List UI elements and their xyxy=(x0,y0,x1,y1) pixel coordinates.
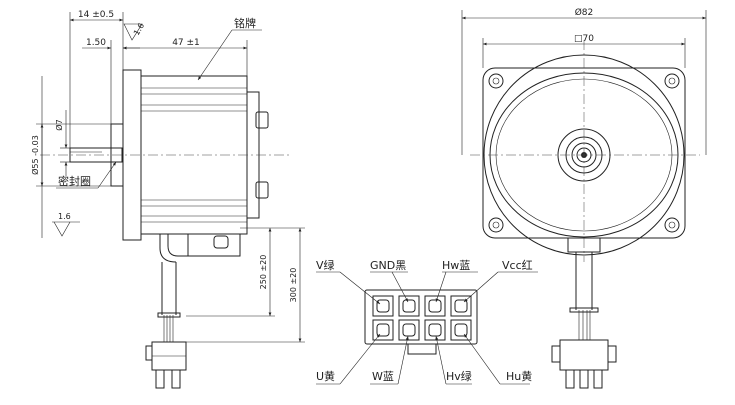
pin-u xyxy=(372,319,394,341)
pin-label-vcc: Vcc红 xyxy=(502,259,533,272)
connector-pinout: V绿 GND黑 Hw蓝 Vcc红 U黄 W蓝 Hv绿 Hu黄 xyxy=(316,258,538,385)
mounting-hole xyxy=(664,217,680,233)
flange-square-dimension: □70 xyxy=(574,34,594,44)
mounting-hole xyxy=(664,73,680,89)
pin-label-v: V绿 xyxy=(316,258,335,272)
lead-250-dimension: 250 ±20 xyxy=(259,255,268,290)
lead-300-dimension: 300 ±20 xyxy=(289,268,298,303)
front-connector xyxy=(559,339,609,371)
cable-elbow xyxy=(167,234,188,257)
connector-latch xyxy=(407,343,437,355)
front-view: Ø82 □70 xyxy=(461,7,707,389)
pin-label-gnd: GND黑 xyxy=(370,259,406,272)
pin-label-u: U黄 xyxy=(316,369,335,383)
shaft-length-dimension: 14 ±0.5 xyxy=(78,10,114,20)
body-length-dimension: 47 ±1 xyxy=(172,38,200,48)
outer-diameter-dimension: Ø82 xyxy=(575,7,594,18)
pin-label-hv: Hv绿 xyxy=(446,369,472,383)
pilot-diameter-dimension: Ø55 -0.03 xyxy=(30,135,40,175)
pin-label-hu: Hu黄 xyxy=(506,369,532,383)
pin-label-w: W蓝 xyxy=(372,370,394,383)
surface-finish-symbol xyxy=(123,23,143,41)
pin-hu xyxy=(450,319,472,341)
front-cable-exit xyxy=(567,237,601,253)
pin-label-hw: Hw蓝 xyxy=(442,259,470,272)
surface-finish-symbol xyxy=(53,221,71,237)
shaft-diameter-dimension: Ø7 xyxy=(54,119,64,130)
rear-screw-head xyxy=(255,111,269,129)
cable-gland xyxy=(187,233,241,257)
pin-hv xyxy=(424,319,446,341)
pin-w xyxy=(398,319,420,341)
rear-screw-head xyxy=(255,181,269,199)
mounting-hole xyxy=(488,217,504,233)
nameplate-callout: 铭牌 xyxy=(234,16,256,30)
pin-hw xyxy=(424,295,446,317)
pin-v xyxy=(372,295,394,317)
mounting-hole xyxy=(488,73,504,89)
surface-finish-value: 1.6 xyxy=(58,212,71,221)
flat-depth-dimension: 1.50 xyxy=(86,38,106,48)
pin-gnd xyxy=(398,295,420,317)
pin-vcc xyxy=(450,295,472,317)
side-view: 14 ±0.5 1.6 1.50 47 ±1 铭牌 Ø55 -0.03 Ø7 密… xyxy=(30,10,305,389)
seal-ring-callout: 密封圈 xyxy=(58,174,91,188)
